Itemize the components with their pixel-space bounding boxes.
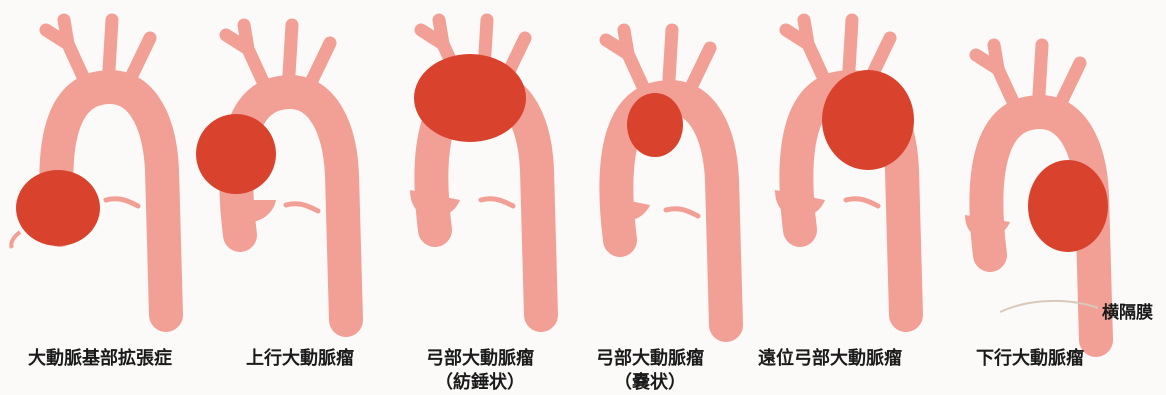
aorta-figure-3 [410,20,541,315]
label-aortic-root: 大動脈基部拡張症 [10,347,190,371]
label-arch-saccular: 弓部大動脈瘤 （嚢状） [575,347,725,395]
aneurysm-3 [414,54,526,142]
aneurysm-4 [627,93,683,157]
label-ascending: 上行大動脈瘤 [225,347,375,371]
aneurysm-5 [822,70,914,170]
aorta-figure-4 [600,30,726,325]
aorta-figure-5 [775,20,914,315]
aorta-figure-6 [965,45,1108,340]
label-diaphragm: 横隔膜 [1102,298,1153,323]
aneurysm-6 [1028,160,1108,252]
aneurysm-2 [196,114,276,194]
label-descending: 下行大動脈瘤 [955,347,1105,371]
label-arch-fusiform: 弓部大動脈瘤 （紡錘状） [405,347,555,395]
aneurysm-1 [16,170,100,246]
aorta-figure-2 [196,25,346,320]
label-distal-arch: 遠位弓部大動脈瘤 [740,347,920,371]
aorta-figure-1 [11,20,166,315]
